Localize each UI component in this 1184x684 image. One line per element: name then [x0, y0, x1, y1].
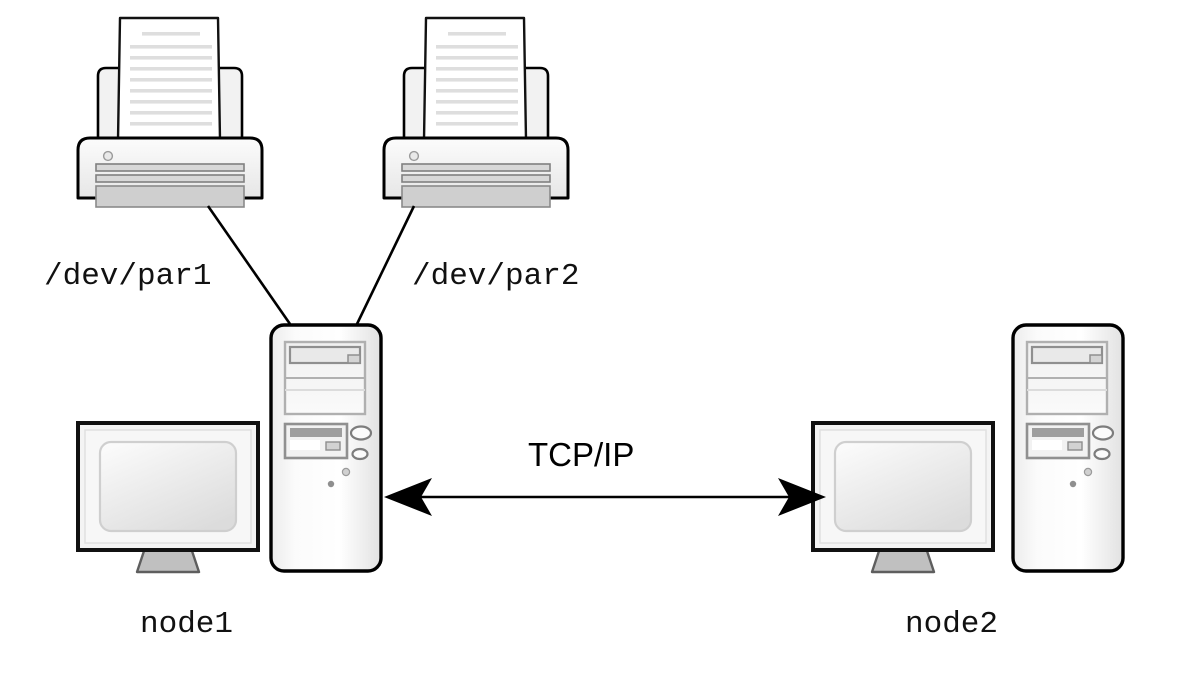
tower-icon-node2 — [1011, 323, 1125, 573]
node2-label: node2 — [905, 607, 998, 642]
double-arrow-icon — [384, 478, 826, 516]
printer-icon-1 — [76, 16, 264, 208]
tower-icon-node1 — [269, 323, 383, 573]
monitor-icon-node2 — [811, 421, 995, 574]
cable-printer2-to-node1 — [355, 205, 416, 325]
printer-icon-2 — [382, 16, 570, 208]
monitor-icon-node1 — [76, 421, 260, 574]
network-protocol-label: TCP/IP — [528, 436, 634, 473]
cable-printer1-to-node1 — [206, 205, 292, 325]
printer2-device-label: /dev/par2 — [412, 259, 579, 294]
node1-label: node1 — [140, 607, 233, 642]
printer1-device-label: /dev/par1 — [44, 259, 211, 294]
